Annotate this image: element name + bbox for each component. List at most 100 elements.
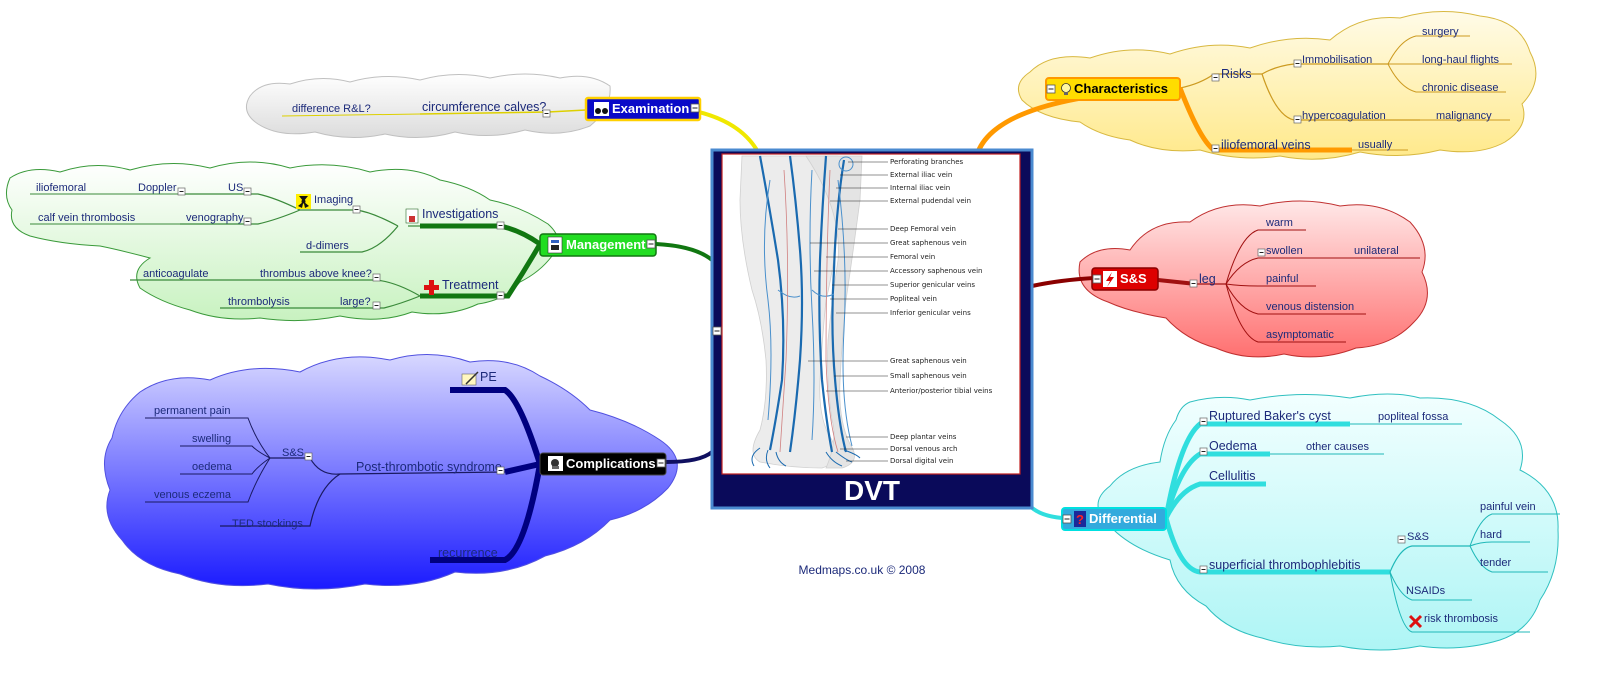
subtopic-unilateral[interactable]: unilateral [1354, 245, 1399, 257]
subtopic-superficial[interactable]: superficial thrombophlebitis [1209, 558, 1360, 572]
vein-label: Small saphenous vein [890, 372, 967, 380]
subtopic-popliteal-fossa[interactable]: popliteal fossa [1378, 411, 1449, 423]
vein-label: Deep plantar veins [890, 433, 957, 441]
subtopic[interactable]: venous eczema [154, 489, 232, 501]
vein-label: Popliteal vein [890, 295, 937, 303]
topic-label: Characteristics [1074, 81, 1168, 96]
clipboard-icon [547, 236, 563, 254]
ss-subtopics: leg warm swollen unilateral painful veno… [1189, 217, 1399, 341]
subtopic-pe[interactable]: PE [480, 370, 497, 384]
subtopic[interactable]: painful [1266, 273, 1298, 285]
subtopic-doppler[interactable]: Doppler [138, 182, 177, 194]
subtopic-us[interactable]: US [228, 182, 243, 194]
subtopic[interactable]: swollen [1266, 245, 1303, 257]
topic-complications[interactable]: Complications [539, 452, 667, 476]
subtopic-bakers-cyst[interactable]: Ruptured Baker's cyst [1209, 409, 1331, 423]
subtopic-thrombolysis[interactable]: thrombolysis [228, 296, 290, 308]
subtopic[interactable]: chronic disease [1422, 82, 1498, 94]
subtopic[interactable]: warm [1265, 217, 1293, 229]
differential-subtopics: Ruptured Baker's cyst popliteal fossa Oe… [1199, 409, 1536, 629]
notepad-pencil-icon [461, 371, 479, 386]
subtopic-thrombus[interactable]: thrombus above knee? [260, 268, 372, 280]
vein-label: Superior genicular veins [890, 281, 975, 289]
subtopic[interactable]: tender [1480, 557, 1512, 569]
vein-label: Perforating branches [890, 158, 964, 166]
red-cross-icon [424, 280, 439, 295]
subtopic[interactable]: venous distension [1266, 301, 1354, 313]
subtopic-nsaids[interactable]: NSAIDs [1406, 585, 1446, 597]
subtopic[interactable]: oedema [192, 461, 233, 473]
subtopic[interactable]: permanent pain [154, 405, 230, 417]
topic-ss[interactable]: S&S [1091, 267, 1159, 291]
subtopic-risk-thrombosis[interactable]: risk thrombosis [1424, 613, 1498, 625]
central-topic-dvt[interactable]: Perforating branches External iliac vein… [710, 148, 1034, 510]
vein-label: Femoral vein [890, 253, 935, 261]
subtopic-investigations[interactable]: Investigations [422, 207, 498, 221]
vein-label: Dorsal digital vein [890, 457, 953, 465]
topic-label: S&S [1120, 271, 1147, 286]
subtopic[interactable]: hard [1480, 529, 1502, 541]
subtopic-leg[interactable]: leg [1199, 272, 1216, 286]
central-title: DVT [844, 475, 900, 506]
subtopic-ted[interactable]: TED stockings [232, 518, 303, 530]
topic-characteristics[interactable]: Characteristics [1045, 77, 1181, 101]
subtopic-malignancy[interactable]: malignancy [1436, 110, 1492, 122]
subtopic[interactable]: painful vein [1480, 501, 1536, 513]
topic-label: Complications [566, 456, 656, 471]
subtopic-recurrence[interactable]: recurrence [438, 546, 498, 560]
topic-examination[interactable]: Examination [584, 96, 702, 122]
vein-label: Great saphenous vein [890, 357, 967, 365]
subtopic-ss[interactable]: S&S [282, 447, 304, 459]
vein-label: Dorsal venous arch [890, 445, 957, 453]
subtopic-post-thrombotic[interactable]: Post-thrombotic syndrome [356, 460, 502, 474]
subtopic-treatment[interactable]: Treatment [442, 278, 499, 292]
subtopic-iliofemoral-veins[interactable]: iliofemoral veins [1221, 138, 1311, 152]
subtopic[interactable]: swelling [192, 433, 231, 445]
subtopic[interactable]: difference R&L? [292, 103, 371, 115]
red-x-icon [1408, 614, 1423, 629]
subtopic-other-causes[interactable]: other causes [1306, 441, 1369, 453]
flask-icon [405, 208, 419, 224]
management-subtopics: Investigations Imaging US Doppler iliofe… [36, 182, 505, 310]
subtopic[interactable]: circumference calves? [422, 100, 546, 114]
subtopic-d-dimers[interactable]: d-dimers [306, 240, 349, 252]
subtopic-iliofemoral[interactable]: iliofemoral [36, 182, 86, 194]
subtopic-usually[interactable]: usually [1358, 139, 1393, 151]
subtopic-oedema[interactable]: Oedema [1209, 439, 1257, 453]
vein-label: Accessory saphenous vein [890, 267, 982, 275]
subtopic-imaging[interactable]: Imaging [314, 194, 353, 206]
subtopic-ss[interactable]: S&S [1407, 531, 1429, 543]
subtopic-anticoagulate[interactable]: anticoagulate [143, 268, 208, 280]
subtopic-venography[interactable]: venography [186, 212, 244, 224]
subtopic-cellulitis[interactable]: Cellulitis [1209, 469, 1256, 483]
cloud-characteristics [1017, 11, 1537, 160]
radiograph-icon [548, 456, 563, 471]
svg-text:?: ? [1076, 512, 1084, 527]
vein-label: Inferior genicular veins [890, 309, 971, 317]
subtopic-large[interactable]: large? [340, 296, 371, 308]
subtopic[interactable]: long-haul flights [1422, 54, 1500, 66]
vein-label: External iliac vein [890, 171, 952, 179]
characteristics-subtopics: Risks Immobilisation surgery long-haul f… [1211, 26, 1500, 153]
examination-subtopics: circumference calves? difference R&L? [292, 100, 551, 118]
cloud-ss [1078, 200, 1428, 358]
vein-label: Deep Femoral vein [890, 225, 956, 233]
subtopic-calf-vein[interactable]: calf vein thrombosis [38, 212, 136, 224]
vein-label: External pudendal vein [890, 197, 971, 205]
subtopic[interactable]: surgery [1422, 26, 1459, 38]
topic-management[interactable]: Management [539, 233, 657, 257]
topic-label: Differential [1089, 511, 1157, 526]
topic-differential[interactable]: ? Differential [1061, 507, 1167, 531]
vein-label: Anterior/posterior tibial veins [890, 387, 993, 395]
credit-text: Medmaps.co.uk © 2008 [799, 563, 926, 577]
lightning-icon [1103, 271, 1117, 287]
vein-label: Internal iliac vein [890, 184, 950, 192]
subtopic-hypercoagulation[interactable]: hypercoagulation [1302, 110, 1386, 122]
subtopic-immobilisation[interactable]: Immobilisation [1302, 54, 1372, 66]
subtopic[interactable]: asymptomatic [1266, 329, 1334, 341]
subtopic-risks[interactable]: Risks [1221, 67, 1252, 81]
vein-label: Great saphenous vein [890, 239, 967, 247]
radiation-icon [296, 194, 311, 209]
